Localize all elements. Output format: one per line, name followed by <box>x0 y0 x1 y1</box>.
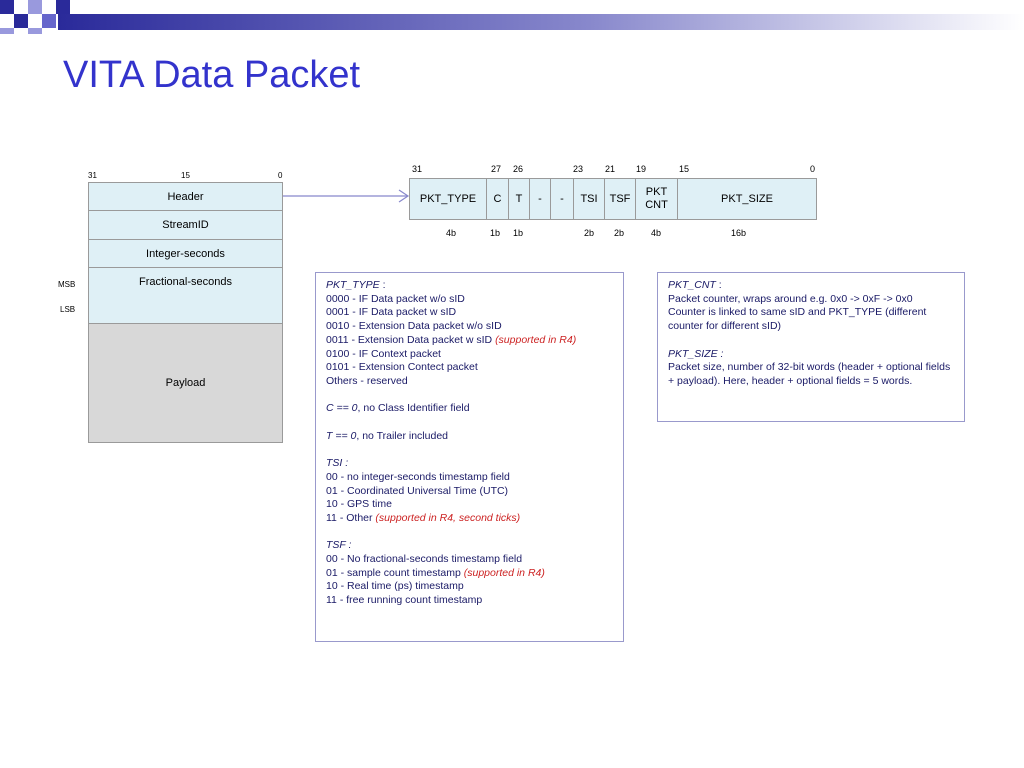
tsi-11-note: (supported in R4, second ticks) <box>375 511 521 524</box>
stack-row-fractional-lsb <box>88 296 283 324</box>
pkt-type-0011-note: (supported in R4) <box>495 333 577 346</box>
count-size-description-box: PKT_CNT : Packet counter, wraps around e… <box>657 272 965 422</box>
pkt-size-desc: Packet size, number of 32-bit words (hea… <box>668 361 951 387</box>
bitpos-27: 27 <box>491 164 502 174</box>
bitpos-31: 31 <box>412 164 423 174</box>
pkt-cnt-heading: PKT_CNT <box>668 279 716 291</box>
pkt-type-colon: : <box>379 279 386 291</box>
decorative-banner <box>0 0 1024 34</box>
tsf-00: 00 - No fractional-seconds timestamp fie… <box>326 553 523 565</box>
stack-bit-15: 15 <box>181 171 190 180</box>
tsi-11: 11 - Other <box>326 511 376 524</box>
stack-bit-0: 0 <box>278 171 283 180</box>
c-text: , no Class Identifier field <box>357 402 470 415</box>
tsi-01: 01 - Coordinated Universal Time (UTC) <box>326 484 509 497</box>
pkt-size-heading: PKT_SIZE : <box>668 347 724 360</box>
field-pkt-cnt: PKT CNT <box>635 178 678 220</box>
tsi-00: 00 - no integer-seconds timestamp field <box>326 470 510 483</box>
field-c: C <box>486 178 509 220</box>
msb-label: MSB <box>58 280 76 289</box>
tsf-11: 11 - free running count timestamp <box>326 594 483 607</box>
lsb-label: LSB <box>60 305 76 314</box>
tsf-10: 10 - Real time (ps) timestamp <box>326 580 464 593</box>
width-pkt-size: 16b <box>731 228 747 238</box>
tsi-heading: TSI : <box>326 457 349 470</box>
pkt-type-heading: PKT_TYPE <box>326 279 380 291</box>
width-tsf: 2b <box>614 228 625 238</box>
pkt-type-0010: 0010 - Extension Data packet w/o sID <box>326 320 502 333</box>
pkt-type-0011: 0011 - Extension Data packet w sID <box>326 333 496 346</box>
pkt-type-others: Others - reserved <box>326 374 408 387</box>
pkt-cnt-desc-1: Packet counter, wraps around e.g. 0x0 ->… <box>668 292 913 305</box>
field-pkt-size: PKT_SIZE <box>677 178 817 220</box>
t-text: , no Trailer included <box>356 429 448 442</box>
stack-row-header: Header <box>88 182 283 211</box>
width-tsi: 2b <box>584 228 595 238</box>
pkt-type-0100: 0100 - IF Context packet <box>326 347 441 360</box>
tsf-heading: TSF : <box>326 539 352 552</box>
field-reserved-2: - <box>550 178 574 220</box>
bitpos-23: 23 <box>573 164 584 174</box>
pkt-type-0000: 0000 - IF Data packet w/o sID <box>326 292 465 305</box>
stack-row-payload: Payload <box>88 323 283 443</box>
bitpos-26: 26 <box>513 164 524 174</box>
width-c: 1b <box>490 228 501 238</box>
stack-row-streamid: StreamID <box>88 210 283 240</box>
expand-arrow <box>283 189 410 203</box>
stack-row-integer-seconds: Integer-seconds <box>88 239 283 268</box>
stack-row-fractional-seconds: Fractional-seconds <box>88 267 283 297</box>
field-description-box: PKT_TYPE : 0000 - IF Data packet w/o sID… <box>315 272 624 642</box>
bitpos-19: 19 <box>636 164 647 174</box>
t-heading: T == 0 <box>326 429 357 442</box>
pkt-cnt-desc-2: Counter is linked to same sID and PKT_TY… <box>668 306 927 333</box>
stack-bit-31: 31 <box>88 171 97 180</box>
bitpos-15: 15 <box>679 164 690 174</box>
tsf-01: 01 - sample count timestamp <box>326 566 464 579</box>
tsi-10: 10 - GPS time <box>326 498 392 511</box>
bitpos-21: 21 <box>605 164 616 174</box>
c-heading: C == 0 <box>326 402 358 415</box>
width-pkt-cnt: 4b <box>651 228 662 238</box>
page-title: VITA Data Packet <box>63 54 361 96</box>
field-reserved-1: - <box>529 178 551 220</box>
bitpos-0: 0 <box>810 164 816 174</box>
field-tsf: TSF <box>604 178 636 220</box>
field-t: T <box>508 178 530 220</box>
field-pkt-type: PKT_TYPE <box>409 178 487 220</box>
pkt-cnt-colon: : <box>715 279 722 291</box>
width-pkt-type: 4b <box>446 228 457 238</box>
tsf-01-note: (supported in R4) <box>463 566 545 579</box>
field-tsi: TSI <box>573 178 605 220</box>
pkt-type-0101: 0101 - Extension Contect packet <box>326 361 478 374</box>
width-t: 1b <box>513 228 524 238</box>
pkt-type-0001: 0001 - IF Data packet w sID <box>326 306 457 319</box>
